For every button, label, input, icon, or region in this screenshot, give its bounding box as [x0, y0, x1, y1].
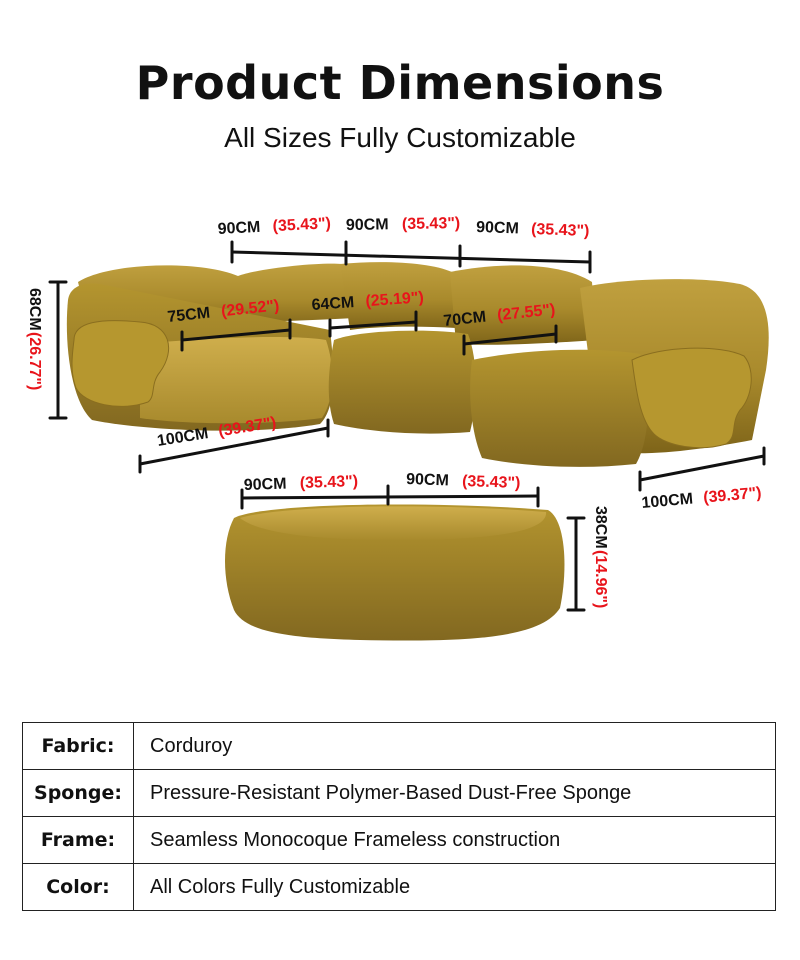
dim-seat-middle: 64CM (25.19")	[311, 289, 424, 314]
page-title: Product Dimensions	[135, 56, 665, 110]
spec-value: All Colors Fully Customizable	[133, 863, 776, 911]
product-dimension-figure: 90CM (35.43") 90CM (35.43") 90CM (35.43"…	[26, 215, 769, 641]
page-subtitle: All Sizes Fully Customizable	[224, 122, 576, 153]
dim-ottoman-right: 90CM (35.43")	[406, 471, 521, 492]
dim-top-middle-cm: 90CM	[346, 216, 389, 234]
dim-ottoman-right-cm: 90CM	[406, 471, 449, 489]
sofa-illustration	[66, 262, 769, 467]
dim-height-cm: 68CM	[26, 288, 43, 331]
dim-ottoman-height-inch: (14.96")	[592, 550, 609, 608]
sofa-seat-left	[140, 337, 333, 424]
dim-seat-left-cm: 75CM	[167, 305, 211, 326]
dim-ottoman-left-cm: 90CM	[244, 476, 287, 494]
dim-ottoman-right-inch: (35.43")	[462, 473, 521, 492]
dim-height: 68CM (26.77")	[26, 288, 43, 390]
dim-top-left-inch: (35.43")	[272, 215, 331, 235]
sofa-arm-right	[631, 347, 752, 449]
dim-top-middle: 90CM (35.43")	[346, 215, 461, 234]
dim-top-left-cm: 90CM	[217, 219, 261, 238]
dim-ottoman-height: 38CM (14.96")	[592, 506, 609, 608]
dimension-lines	[48, 240, 766, 612]
spec-label: Frame:	[22, 816, 134, 864]
dim-ottoman-height-cm: 38CM	[592, 506, 609, 549]
spec-label: Fabric:	[22, 722, 134, 770]
sofa-arm-left	[71, 320, 170, 407]
dim-depth-right-cm: 100CM	[641, 491, 694, 512]
spec-row-fabric: Fabric: Corduroy	[22, 722, 776, 770]
dim-depth-right-inch: (39.37")	[703, 485, 763, 507]
dim-top-middle-inch: (35.43")	[402, 215, 461, 233]
sofa-back-middle	[340, 262, 456, 330]
dim-seat-middle-inch: (25.19")	[365, 289, 424, 310]
dim-top-right: 90CM (35.43")	[476, 219, 590, 240]
dim-top-right-inch: (35.43")	[531, 221, 590, 240]
ottoman	[225, 504, 565, 641]
dim-seat-middle-cm: 64CM	[311, 294, 355, 314]
dim-seat-left-inch: (29.52")	[220, 297, 280, 320]
spec-value: Pressure-Resistant Polymer-Based Dust-Fr…	[133, 769, 776, 817]
spec-label: Color:	[22, 863, 134, 911]
spec-row-sponge: Sponge: Pressure-Resistant Polymer-Based…	[22, 769, 776, 817]
dim-ottoman-left-inch: (35.43")	[300, 473, 359, 492]
sofa-seat-right	[470, 349, 648, 467]
sofa-back-right	[450, 265, 596, 345]
sofa-seat-middle	[328, 330, 476, 434]
spec-value: Corduroy	[133, 722, 776, 770]
dim-top-left: 90CM (35.43")	[217, 215, 331, 238]
dim-seat-right-cm: 70CM	[443, 309, 487, 330]
spec-value: Seamless Monocoque Frameless constructio…	[133, 816, 776, 864]
ottoman-top	[240, 506, 547, 540]
spec-table: Fabric: Corduroy Sponge: Pressure-Resist…	[22, 722, 776, 911]
spec-row-frame: Frame: Seamless Monocoque Frameless cons…	[22, 816, 776, 864]
spec-label: Sponge:	[22, 769, 134, 817]
dim-seat-left: 75CM (29.52")	[167, 297, 280, 326]
dim-depth-right: 100CM (39.37")	[641, 485, 762, 512]
dim-height-inch: (26.77")	[26, 332, 43, 390]
dim-ottoman-left: 90CM (35.43")	[244, 473, 359, 494]
dim-seat-right-inch: (27.55")	[496, 301, 556, 324]
dim-depth-left-cm: 100CM	[156, 425, 210, 450]
dim-top-right-cm: 90CM	[476, 219, 519, 237]
dim-seat-right: 70CM (27.55")	[443, 301, 556, 330]
spec-row-color: Color: All Colors Fully Customizable	[22, 863, 776, 911]
